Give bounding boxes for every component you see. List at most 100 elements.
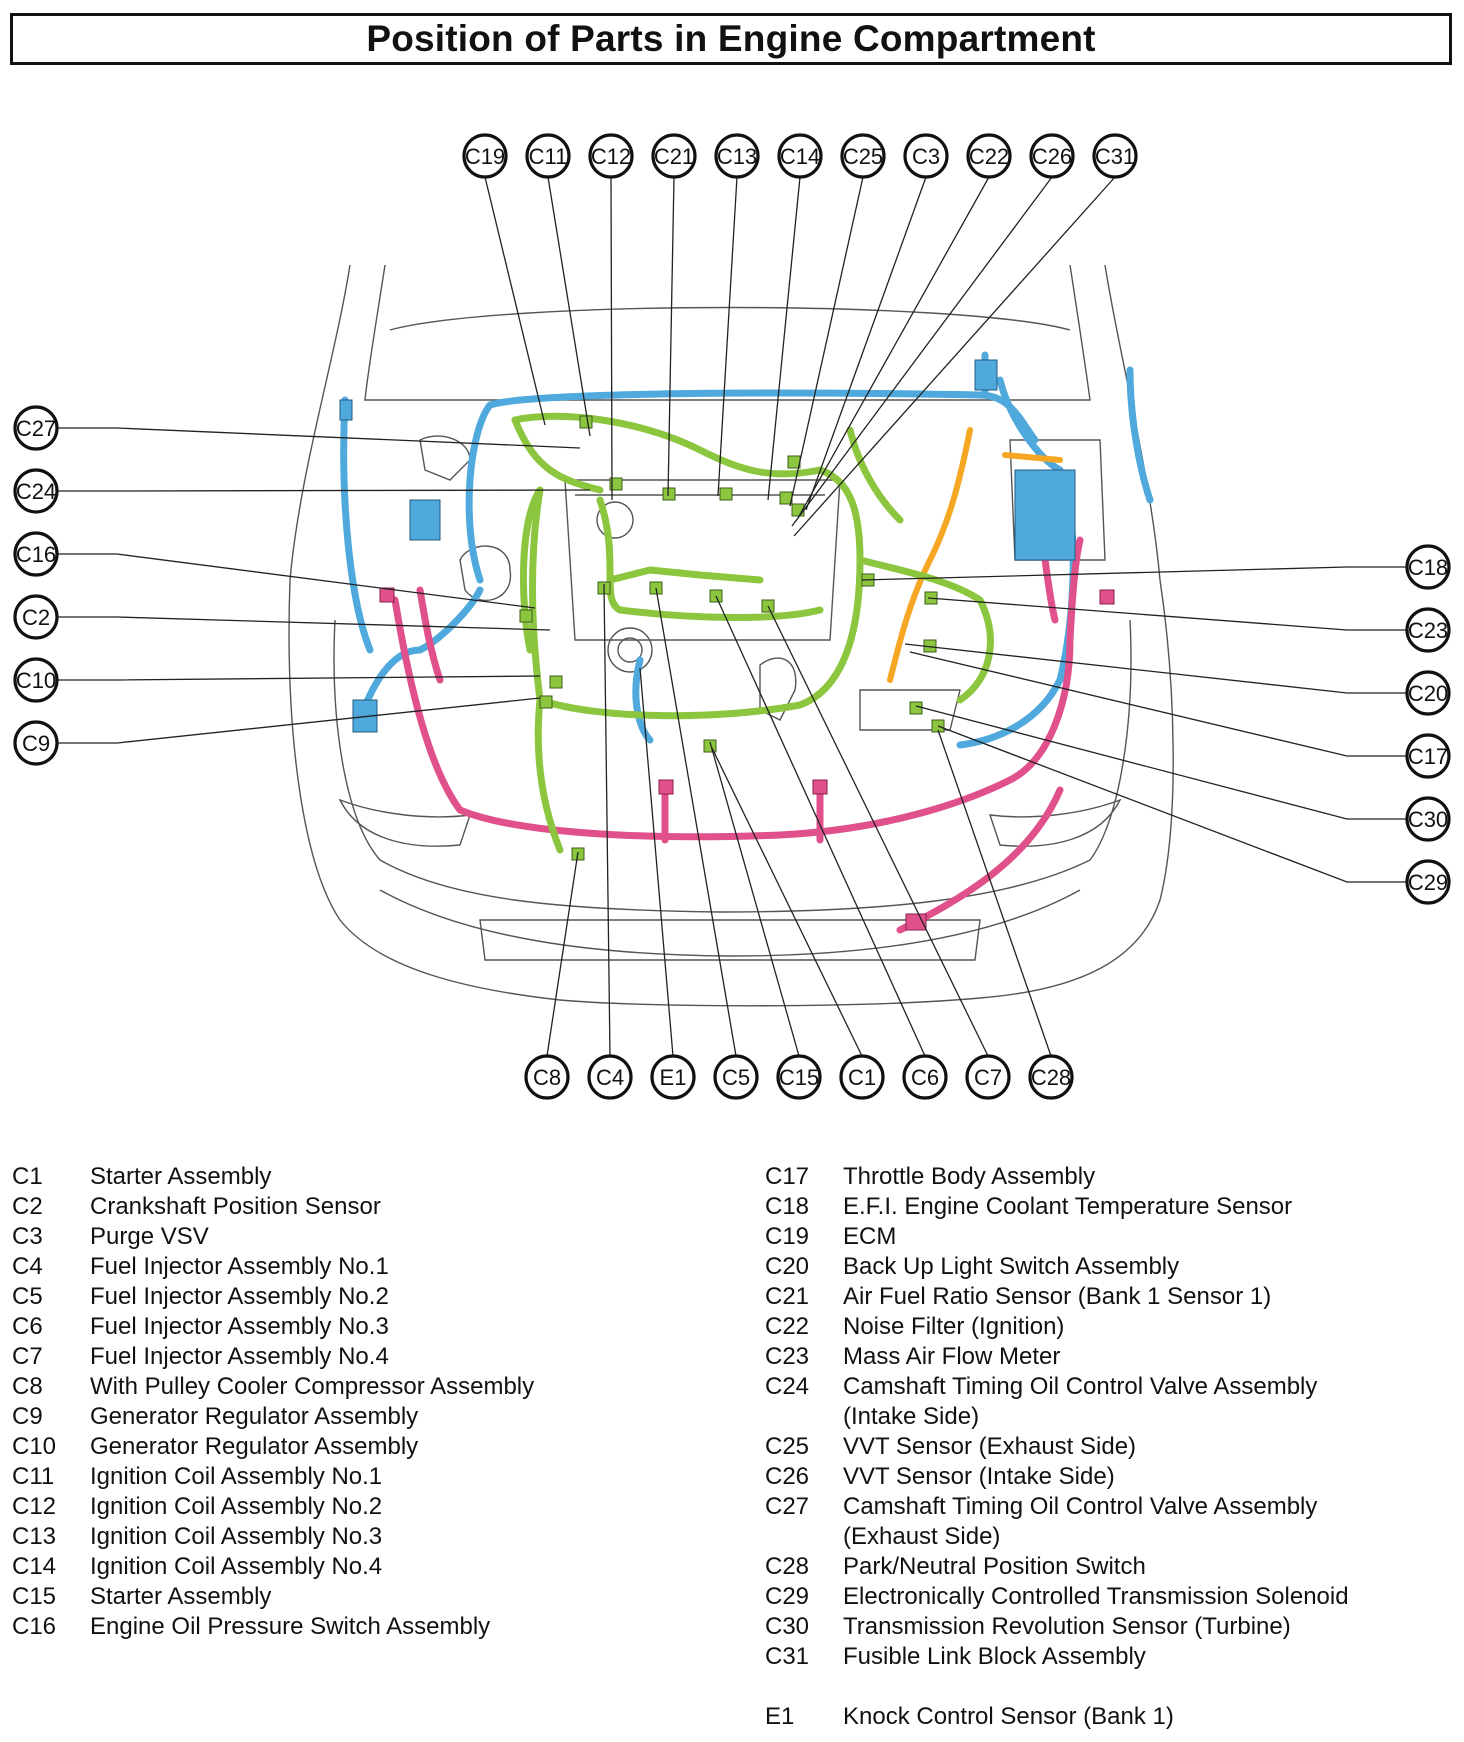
legend-description: VVT Sensor (Exhaust Side) (843, 1433, 1137, 1460)
legend-description: (Intake Side) (843, 1403, 980, 1430)
callout-c6: C6 (902, 1054, 948, 1100)
leader-line-c6 (715, 595, 926, 1057)
legend-description: Transmission Revolution Sensor (Turbine) (843, 1613, 1291, 1640)
legend-description: (Exhaust Side) (843, 1523, 1001, 1550)
legend-description: Throttle Body Assembly (843, 1163, 1096, 1190)
callout-c4: C4 (587, 1054, 633, 1100)
legend-code: C17 (765, 1163, 810, 1190)
legend-description: Camshaft Timing Oil Control Valve Assemb… (843, 1373, 1318, 1400)
leader-line-c15 (709, 741, 800, 1057)
callout-circle (13, 468, 59, 514)
legend-description: Fuel Injector Assembly No.4 (90, 1343, 389, 1370)
leader-line-c4 (603, 583, 611, 1057)
leader-line-e1 (639, 667, 674, 1057)
legend-code: C8 (12, 1373, 43, 1400)
leader-line-c5 (655, 587, 737, 1057)
callout-label: C5 (722, 1065, 750, 1090)
legend-code: C26 (765, 1463, 810, 1490)
connector-blocks (519, 415, 945, 861)
legend-description: Park/Neutral Position Switch (843, 1553, 1146, 1580)
leader-line-c10 (57, 675, 541, 681)
callout-c16: C16 (13, 531, 59, 577)
leader-line-c9 (57, 697, 541, 744)
callout-circle (1092, 133, 1138, 179)
callout-circle (1405, 670, 1451, 716)
callout-label: C31 (1095, 144, 1135, 169)
legend-row: C26 VVT Sensor (Intake Side) (765, 1462, 1455, 1492)
legend-code: C7 (12, 1343, 43, 1370)
callout-c7: C7 (965, 1054, 1011, 1100)
callout-circle (462, 133, 508, 179)
legend-row: (Intake Side) (765, 1402, 1455, 1432)
callout-label: C23 (1408, 618, 1448, 643)
leader-line-c21 (667, 176, 675, 497)
legend-description: Engine Oil Pressure Switch Assembly (90, 1613, 491, 1640)
callout-label: C6 (911, 1065, 939, 1090)
legend-code: C4 (12, 1253, 43, 1280)
leader-line-c20 (904, 643, 1407, 694)
callout-label: C27 (16, 416, 56, 441)
leader-line-c18 (861, 566, 1407, 581)
callout-circle (651, 133, 697, 179)
leader-line-c29 (937, 725, 1407, 883)
callout-circle (13, 657, 59, 703)
callout-label: C28 (1031, 1065, 1071, 1090)
legend-description: Ignition Coil Assembly No.3 (90, 1523, 383, 1550)
leader-line-c7 (767, 605, 989, 1057)
callout-circle (965, 1054, 1011, 1100)
legend-description: Knock Control Sensor (Bank 1) (843, 1703, 1174, 1730)
legend-description: Purge VSV (90, 1223, 209, 1250)
legend-code: C13 (12, 1523, 57, 1550)
callout-circle (587, 1054, 633, 1100)
callout-c12: C12 (588, 133, 634, 179)
leader-line-c31 (793, 176, 1116, 537)
legend-code: C2 (12, 1193, 43, 1220)
legend-description (765, 1672, 1455, 1702)
callout-circle (13, 405, 59, 451)
callout-e1: E1 (650, 1054, 696, 1100)
callout-c30: C30 (1405, 796, 1451, 842)
callout-circle (588, 133, 634, 179)
legend-code: C24 (765, 1373, 810, 1400)
callout-circle (777, 133, 823, 179)
callout-circle (776, 1054, 822, 1100)
legend-code: C29 (765, 1583, 810, 1610)
callout-c24: C24 (13, 468, 59, 514)
callout-c8: C8 (524, 1054, 570, 1100)
legend-row: C24 Camshaft Timing Oil Control Valve Ass… (765, 1372, 1455, 1402)
legend-code: C5 (12, 1283, 43, 1310)
leader-line-c3 (805, 176, 927, 511)
legend-code: C11 (12, 1463, 55, 1490)
callout-label: C14 (780, 144, 820, 169)
callout-label: C11 (529, 144, 568, 169)
legend-description: Back Up Light Switch Assembly (843, 1253, 1180, 1280)
callout-c28: C28 (1028, 1054, 1074, 1100)
callout-c20: C20 (1405, 670, 1451, 716)
legend-code: C9 (12, 1403, 43, 1430)
callout-label: C22 (969, 144, 1009, 169)
legend-code: C14 (12, 1553, 57, 1580)
legend-code: C22 (765, 1313, 810, 1340)
callout-c17: C17 (1405, 733, 1451, 779)
callout-c11: C11 (525, 133, 571, 179)
legend-description: VVT Sensor (Intake Side) (843, 1463, 1115, 1490)
callout-label: C1 (848, 1065, 876, 1090)
callout-c25: C25 (840, 133, 886, 179)
callout-circle (713, 1054, 759, 1100)
legend-description: Camshaft Timing Oil Control Valve Assemb… (843, 1493, 1318, 1520)
legend-description: Fuel Injector Assembly No.2 (90, 1283, 389, 1310)
callout-label: C25 (843, 144, 883, 169)
leader-line-c24 (57, 489, 591, 492)
callout-label: C2 (22, 605, 50, 630)
callout-circle (1405, 796, 1451, 842)
